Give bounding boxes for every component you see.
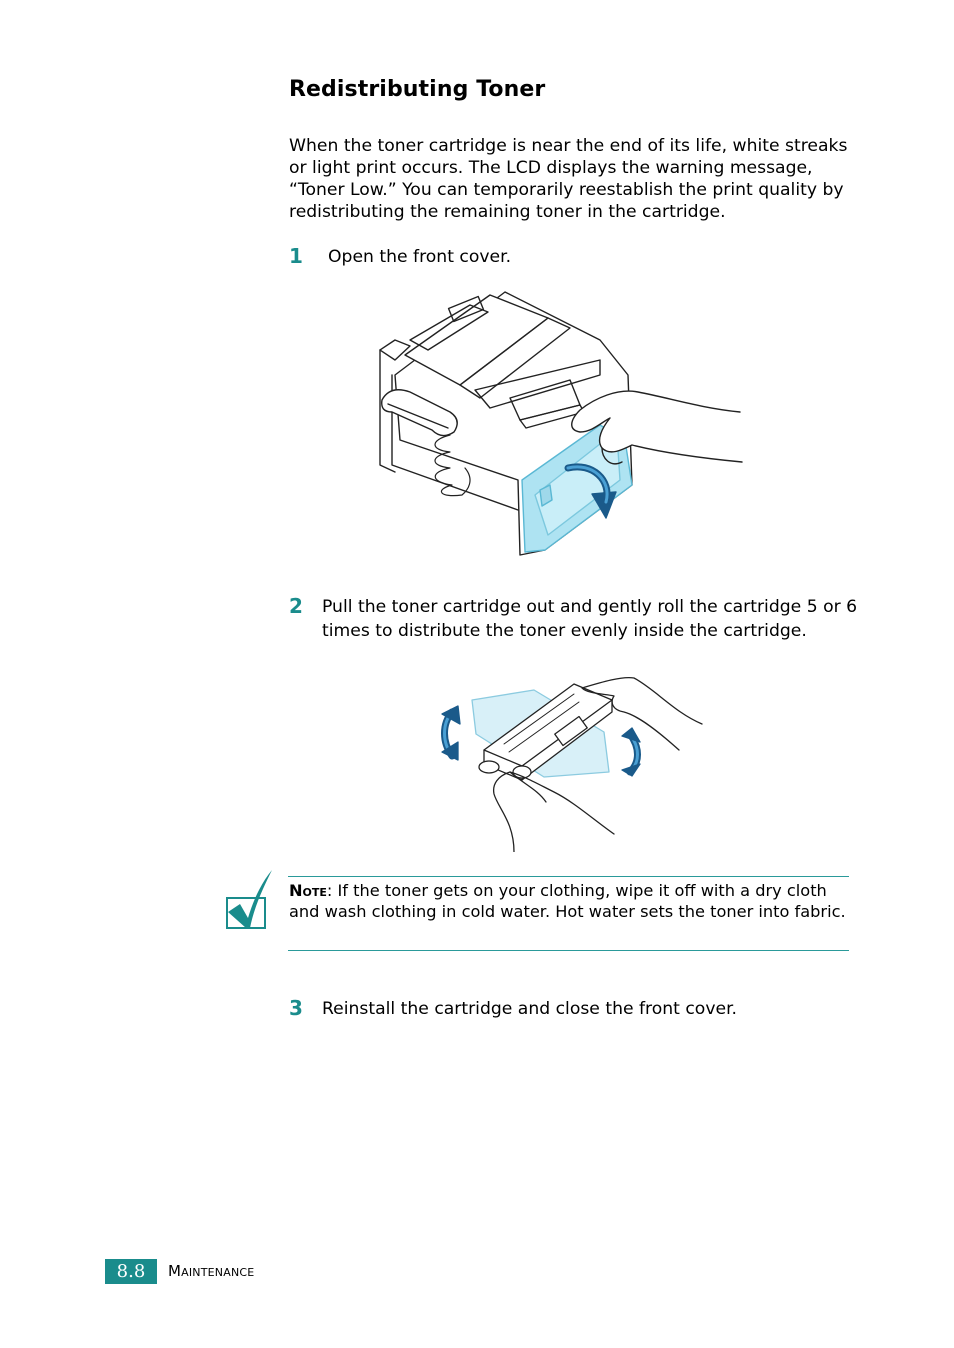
- roll-cartridge-illustration: [441, 676, 703, 852]
- step-3-number: 3: [289, 996, 303, 1020]
- checkmark-note-icon: [226, 870, 272, 929]
- step-2-text: Pull the toner cartridge out and gently …: [322, 597, 858, 641]
- step-3-text: Reinstall the cartridge and close the fr…: [322, 999, 738, 1019]
- step-2-number: 2: [289, 594, 303, 618]
- note-box: [288, 876, 849, 951]
- chapter-label: Maintenance: [168, 1262, 255, 1280]
- step-1-number: 1: [289, 244, 303, 268]
- open-front-cover-illustration: [379, 291, 743, 556]
- note-separator: :: [326, 881, 333, 900]
- note-body: If the toner gets on your clothing, wipe…: [289, 881, 846, 921]
- section-title: Redistributing Toner: [289, 77, 546, 102]
- note-text: Note: If the toner gets on your clothing…: [289, 881, 854, 922]
- intro-paragraph: When the toner cartridge is near the end…: [289, 136, 848, 222]
- note-label: Note: [289, 881, 327, 900]
- page-number-badge: 8.8: [105, 1259, 157, 1284]
- step-1-text: Open the front cover.: [328, 247, 512, 267]
